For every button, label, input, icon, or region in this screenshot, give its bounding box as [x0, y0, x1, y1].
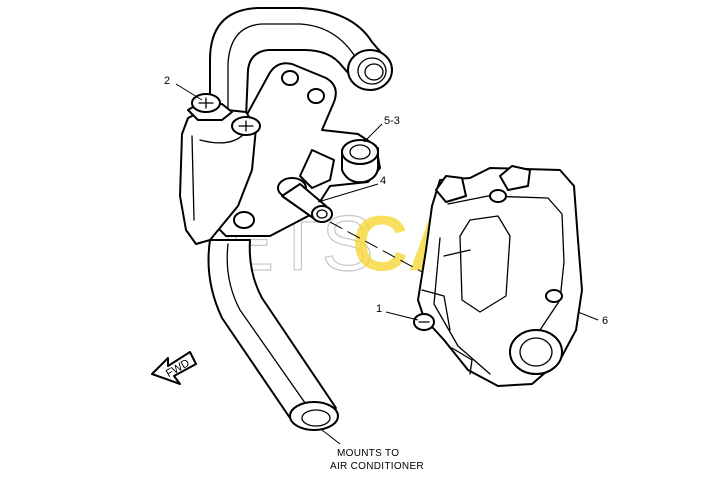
- callout-6: 6: [602, 315, 608, 327]
- cover-6: [413, 165, 583, 387]
- cover-bore: [509, 329, 563, 375]
- callout-1: 1: [376, 303, 382, 315]
- callout-2: 2: [164, 75, 170, 87]
- callout-5-3: 5-3: [384, 115, 400, 127]
- fwd-arrow: FWD: [151, 351, 197, 385]
- mount-note-line-1: MOUNTS TO: [337, 448, 399, 459]
- mounting-bracket: [207, 62, 381, 237]
- leader-lines: [175, 83, 599, 445]
- stud-4: [277, 177, 333, 223]
- boss-5-3: [341, 139, 379, 165]
- callout-4: 4: [380, 175, 386, 187]
- upper-tube: [209, 7, 393, 119]
- tube-port-upper: [347, 49, 393, 91]
- lower-tube: [207, 239, 339, 431]
- valve-housing: [179, 93, 261, 245]
- mount-note-line-2: AIR CONDITIONER: [330, 461, 424, 472]
